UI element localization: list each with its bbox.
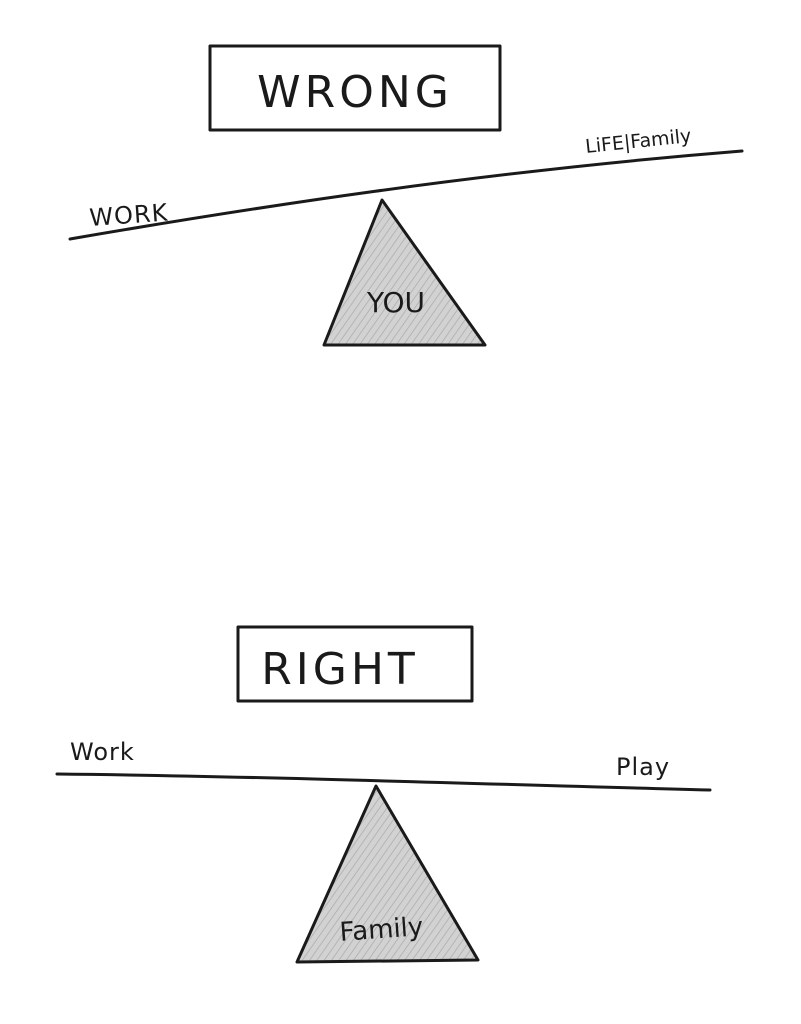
right-right-label: Play bbox=[616, 753, 670, 781]
right-fulcrum-triangle bbox=[295, 784, 480, 964]
right-left-label: Work bbox=[70, 738, 135, 766]
right-fulcrum-label: Family bbox=[339, 912, 425, 948]
wrong-title-box bbox=[208, 44, 502, 132]
wrong-fulcrum-triangle bbox=[322, 198, 487, 347]
wrong-panel: WRONG WORK LiFE|Family YOU bbox=[68, 44, 744, 347]
wrong-left-label: WORK bbox=[88, 199, 169, 232]
right-title-box bbox=[236, 625, 474, 703]
right-title: RIGHT bbox=[261, 644, 419, 695]
right-panel: RIGHT Work Play Family bbox=[55, 625, 712, 964]
wrong-fulcrum-label: YOU bbox=[366, 286, 425, 319]
wrong-title: WRONG bbox=[257, 67, 453, 118]
wrong-seesaw-beam bbox=[68, 149, 744, 241]
wrong-right-label: LiFE|Family bbox=[584, 125, 692, 158]
right-seesaw-beam bbox=[55, 772, 712, 792]
